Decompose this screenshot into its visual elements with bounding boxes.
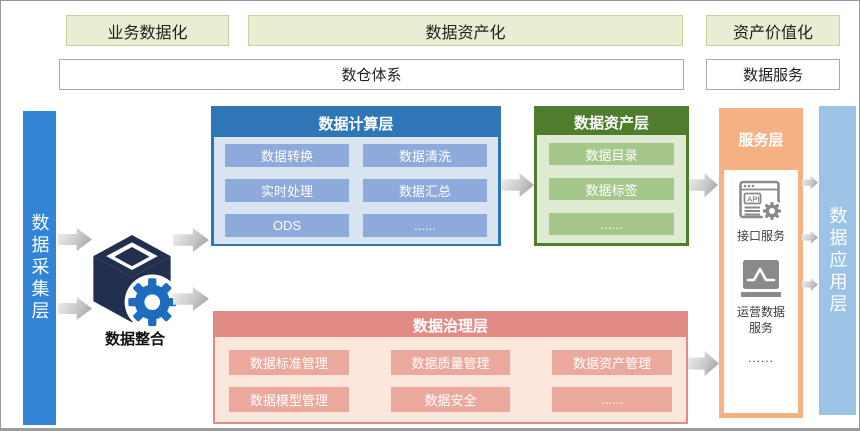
asset-item: ......	[549, 213, 674, 235]
arrow-asset-to-service	[688, 173, 718, 197]
data-collection-layer-bar: 数据采集层	[23, 111, 56, 425]
compute-item: 实时处理	[225, 179, 349, 202]
governance-layer-box: 数据治理层 数据标准管理 数据质量管理 数据资产管理 数据模型管理 数据安全 .…	[213, 311, 688, 424]
api-window-gear-icon: API	[739, 180, 783, 222]
data-application-layer-bar: 数据应用层	[819, 106, 856, 415]
arrow-compute-to-asset	[502, 173, 534, 197]
asset-layer-box: 数据资产层 数据目录 数据标签 ......	[534, 106, 689, 246]
data-application-layer-label: 数据应用层	[827, 205, 848, 316]
phase-business-digitization: 业务数据化	[66, 15, 229, 46]
asset-item: 数据目录	[549, 143, 674, 165]
warehouse-system-label: 数仓体系	[341, 67, 402, 84]
phase-label: 数据资产化	[425, 24, 506, 42]
svg-text:API: API	[747, 195, 760, 204]
arrow-service-to-application-2	[802, 231, 818, 244]
governance-layer-body: 数据标准管理 数据质量管理 数据资产管理 数据模型管理 数据安全 ......	[215, 337, 686, 422]
compute-item: 数据汇总	[363, 179, 487, 202]
phase-asset-valorization: 资产价值化	[706, 15, 840, 46]
data-integration-label: 数据整合	[104, 331, 165, 348]
api-service-label: 接口服务	[736, 229, 785, 243]
service-more-label: ......	[747, 350, 774, 365]
arrow-governance-to-service	[687, 351, 719, 376]
arrow-service-to-application-3	[802, 278, 818, 291]
governance-item: 数据安全	[390, 387, 511, 412]
data-collection-layer-label: 数据采集层	[29, 213, 50, 323]
phase-label: 业务数据化	[107, 24, 188, 42]
governance-item: 数据模型管理	[229, 387, 349, 412]
governance-item: 数据质量管理	[390, 350, 511, 375]
compute-item: ......	[363, 214, 487, 237]
ops-data-service-label: 运营数据服务	[736, 305, 785, 336]
governance-item: ......	[552, 387, 672, 412]
line-chart-monitor-icon	[741, 260, 781, 298]
compute-layer-body: 数据转换 数据清洗 实时处理 数据汇总 ODS ......	[214, 137, 498, 244]
data-service-label: 数据服务	[742, 67, 803, 84]
service-layer-box: 服务层 API	[719, 108, 803, 418]
compute-item: 数据转换	[225, 144, 349, 167]
phase-label: 资产价值化	[732, 24, 813, 42]
compute-item: ODS	[225, 214, 349, 237]
governance-item: 数据标准管理	[229, 350, 349, 375]
data-service-box: 数据服务	[706, 59, 840, 90]
asset-layer-body: 数据目录 数据标签 ......	[537, 135, 686, 243]
service-layer-body: API 接口服务 运营数据服务	[724, 170, 798, 413]
arrow-integration-to-compute	[173, 228, 209, 252]
cube-gear-icon	[93, 235, 178, 330]
compute-item: 数据清洗	[363, 144, 487, 167]
arrow-integration-to-governance	[173, 287, 209, 311]
arrow-service-to-application-1	[802, 176, 818, 189]
compute-layer-box: 数据计算层 数据转换 数据清洗 实时处理 数据汇总 ODS ......	[211, 106, 501, 246]
asset-layer-title: 数据资产层	[537, 109, 686, 135]
compute-layer-title: 数据计算层	[214, 109, 498, 137]
service-layer-title: 服务层	[738, 131, 784, 149]
asset-item: 数据标签	[549, 178, 674, 200]
governance-layer-title: 数据治理层	[215, 313, 686, 337]
governance-item: 数据资产管理	[552, 350, 672, 375]
phase-data-assetization: 数据资产化	[248, 15, 683, 46]
warehouse-system-box: 数仓体系	[59, 59, 684, 90]
